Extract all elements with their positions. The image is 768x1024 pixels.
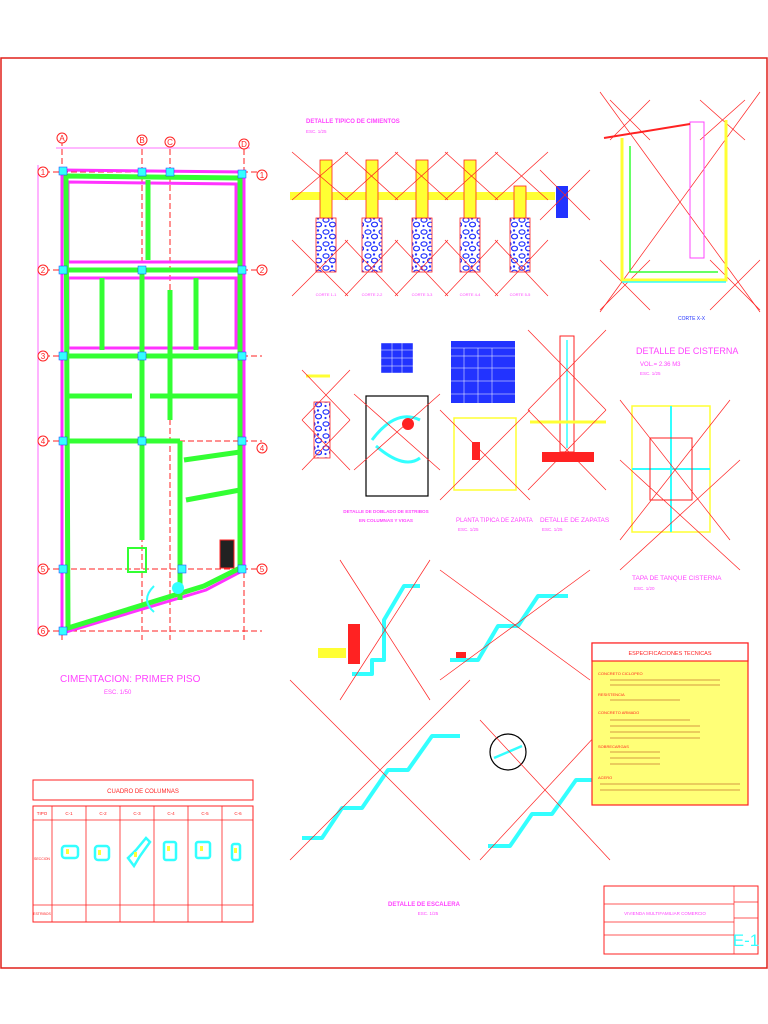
columns-table-row-section: SECCION: [34, 857, 50, 861]
footing-plan-title: PLANTA TIPICA DE ZAPATA: [456, 518, 533, 524]
columns-table-header-c1: C-1: [65, 811, 73, 816]
typical-foundation-title: DETALLE TIPICO DE CIMIENTOS: [306, 119, 400, 125]
axis-label-6: 6: [41, 627, 46, 636]
stairs-title: DETALLE DE ESCALERA: [388, 902, 461, 908]
column-bend-title-line2: EN COLUMNAS Y VIGAS: [359, 518, 413, 523]
cistern-volume: VOL.= 2.36 M3: [640, 362, 681, 368]
columns-table-header-c3: C-3: [133, 811, 141, 816]
specs-title: ESPECIFICACIONES TECNICAS: [628, 651, 711, 657]
column-bend-title-line1: DETALLE DE DOBLADO DE ESTRIBOS: [343, 509, 428, 514]
footing-plan-detail: [439, 341, 531, 501]
cistern-section: [599, 91, 761, 313]
cut-label-1: CORTE 1-1: [316, 292, 338, 297]
title-block: [603, 885, 759, 955]
cut-label-4: CORTE 4-4: [460, 292, 482, 297]
stair-details: [289, 559, 611, 861]
footing-detail-scale: ESC. 1/25: [542, 527, 563, 532]
specs-heading-reinforced: CONCRETO ARMADO: [598, 710, 639, 715]
axis-label-c: C: [167, 138, 173, 147]
axis-label-5-right: 5: [260, 565, 265, 574]
axis-label-1-right: 1: [260, 171, 265, 180]
foundation-plan: A B C D 1 2 3 4 5 6 1 2 4 5: [37, 132, 268, 640]
title-block-project: VIVIENDA MULTIFAMILIAR COMERCIO: [624, 911, 706, 916]
axis-label-1: 1: [41, 168, 46, 177]
columns-table-header-c4: C-4: [167, 811, 175, 816]
axis-label-4-right: 4: [260, 444, 265, 453]
axis-label-2: 2: [41, 266, 46, 275]
cistern-scale: ESC. 1/25: [640, 371, 661, 376]
columns-table-header-type: TIPO: [37, 811, 48, 816]
columns-table: [32, 779, 254, 923]
axis-label-3: 3: [41, 352, 46, 361]
foundation-sections: CORTE 1-1 CORTE 2-2 CORTE 3-3 CORTE 4-4 …: [290, 151, 591, 297]
cut-label-5: CORTE 5-5: [510, 292, 532, 297]
columns-table-header-c6: C-6: [234, 811, 242, 816]
axis-label-b: B: [139, 136, 144, 145]
tank-cover-detail: [619, 399, 741, 571]
specs-heading-resistance: RESISTENCIA: [598, 692, 625, 697]
tank-cover-title: TAPA DE TANQUE CISTERNA: [632, 575, 722, 582]
columns-table-row-stirrups: ESTRIBOS: [33, 912, 51, 916]
column-section-detail: [301, 342, 441, 497]
axis-label-d: D: [241, 140, 247, 149]
axis-label-5: 5: [41, 565, 46, 574]
technical-specs: [591, 642, 749, 806]
cut-label-3: CORTE 3-3: [412, 292, 434, 297]
footing-detail-title: DETALLE DE ZAPATAS: [540, 517, 610, 524]
cistern-title: DETALLE DE CISTERNA: [636, 346, 738, 356]
title-block-sheet: E-1: [733, 931, 759, 950]
specs-heading-cyclopean: CONCRETO CICLOPEO: [598, 671, 643, 676]
axis-label-a: A: [59, 134, 65, 143]
tank-cover-scale: ESC. 1/20: [634, 586, 655, 591]
cut-label-2: CORTE 2-2: [362, 292, 384, 297]
cistern-cut-label: CORTE X-X: [678, 316, 706, 322]
foundation-plan-title: CIMENTACION: PRIMER PISO: [60, 674, 201, 685]
footing-plan-scale: ESC. 1/25: [458, 527, 479, 532]
specs-heading-overloads: SOBRECARGAS: [598, 744, 629, 749]
columns-table-header-c5: C-5: [201, 811, 209, 816]
typical-foundation-scale: ESC. 1/25: [306, 129, 327, 134]
columns-table-title: CUADRO DE COLUMNAS: [107, 789, 179, 795]
foundation-plan-scale: ESC. 1/50: [104, 690, 132, 696]
footing-section-detail: [527, 329, 607, 491]
specs-heading-steel: ACERO: [598, 775, 612, 780]
stairs-scale: ESC. 1/25: [418, 911, 439, 916]
sheet-border: [0, 57, 768, 969]
axis-label-4: 4: [41, 437, 46, 446]
axis-label-2-right: 2: [260, 266, 265, 275]
columns-table-header-c2: C-2: [99, 811, 107, 816]
